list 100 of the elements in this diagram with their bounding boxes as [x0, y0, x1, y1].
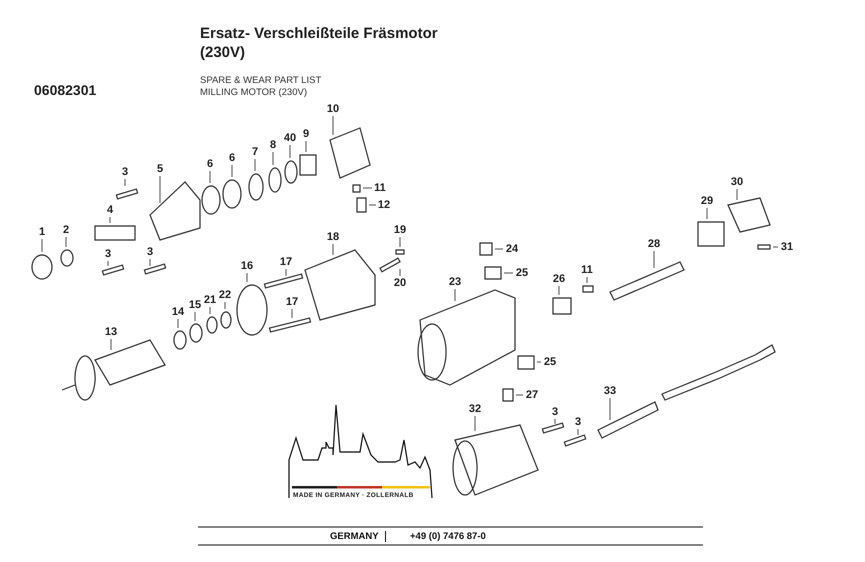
ring-drawing [248, 173, 264, 201]
slider-drawing [609, 261, 685, 301]
armature-drawing [61, 339, 166, 401]
leader-line [368, 204, 376, 206]
switch-drawing [697, 221, 725, 247]
cap-drawing [552, 297, 572, 315]
callout-number: 9 [302, 128, 310, 141]
leader-line [736, 188, 738, 200]
callout-number: 23 [447, 276, 463, 289]
callout-number: 33 [602, 385, 618, 398]
callout-number: 5 [156, 163, 164, 176]
fan-drawing [329, 127, 371, 179]
subtitle: MILLING MOTOR (230V) [200, 87, 307, 98]
callout-number: 25 [542, 356, 558, 369]
leader-line [558, 286, 560, 296]
leader-line [454, 288, 456, 302]
spring-drawing [582, 285, 594, 293]
title: Ersatz- Verschleißteile Fräsmotor (230V) [200, 24, 439, 62]
callout-number: 3 [146, 246, 154, 259]
screw-drawing [144, 263, 166, 275]
ring-drawing [268, 167, 282, 193]
callout-number: 6 [206, 158, 214, 171]
leader-line [272, 152, 274, 166]
leader-line [586, 276, 588, 284]
leader-line [254, 158, 256, 172]
callout-number: 17 [278, 256, 294, 269]
callout-number: 4 [106, 204, 114, 217]
brush-drawing [479, 242, 493, 256]
callout-number: 19 [392, 224, 408, 237]
leader-line [246, 272, 248, 282]
leader-line [224, 302, 226, 310]
country-text: GERMANY [330, 531, 386, 542]
leader-line [504, 272, 514, 274]
leader-line [194, 312, 196, 322]
leader-line [474, 416, 476, 432]
leader-line [516, 394, 524, 396]
screw-drawing [102, 264, 124, 276]
tube-drawing [597, 401, 659, 439]
callout-number: 13 [103, 326, 119, 339]
screw-drawing [757, 244, 771, 250]
callout-number: 28 [646, 238, 662, 251]
bearing-drawing [222, 179, 242, 209]
leader-line [494, 248, 504, 250]
callout-number: 7 [250, 146, 260, 159]
callout-number: 40 [282, 132, 298, 145]
washer-drawing [220, 311, 232, 329]
screw-drawing [564, 434, 586, 447]
callout-number: 31 [779, 241, 795, 254]
callout-number: 30 [729, 176, 745, 189]
callout-number: 12 [376, 199, 392, 212]
leader-line [706, 208, 708, 220]
terminal-drawing [395, 249, 405, 255]
screw-drawing [268, 317, 312, 333]
subtitle: SPARE & WEAR PART LIST [200, 75, 322, 86]
screw-drawing [542, 422, 564, 434]
leader-line [554, 418, 556, 424]
brush-drawing [356, 197, 367, 213]
callout-number: 8 [268, 139, 278, 152]
callout-number: 20 [392, 277, 408, 290]
callout-number: 27 [524, 389, 540, 402]
callout-number: 6 [228, 152, 236, 165]
callout-number: 18 [325, 231, 341, 244]
collet-drawing [60, 249, 74, 267]
wire-drawing [379, 257, 401, 273]
nut-drawing [31, 254, 53, 280]
callout-number: 25 [514, 267, 530, 280]
part-number: 06082301 [34, 82, 96, 98]
callout-number: 21 [202, 294, 218, 307]
leader-line [124, 178, 126, 186]
screw-drawing [264, 273, 304, 289]
leader-line [332, 116, 334, 136]
callout-number: 16 [239, 260, 255, 273]
callout-number: 11 [372, 182, 388, 195]
bearing-drawing [201, 185, 221, 215]
callout-number: 3 [574, 416, 582, 429]
housing-drawing [149, 181, 201, 241]
callout-number: 14 [170, 306, 186, 319]
callout-number: 11 [579, 264, 595, 277]
leader-line [110, 338, 112, 350]
callout-number: 1 [38, 226, 46, 239]
callout-number: 15 [187, 299, 203, 312]
callout-number: 22 [217, 289, 233, 302]
washer-drawing [206, 316, 218, 334]
callout-number: 2 [62, 224, 70, 237]
callout-number: 17 [284, 296, 300, 309]
callout-number: 3 [120, 166, 130, 179]
callout-number: 29 [699, 195, 715, 208]
callout-number: 10 [325, 103, 341, 116]
stator-drawing [304, 249, 376, 321]
ring-drawing [284, 160, 298, 184]
brush-holder-drawing [484, 266, 502, 280]
callout-number: 3 [550, 406, 560, 419]
brush-drawing [502, 388, 514, 402]
leader-line [332, 244, 334, 256]
bracket-drawing [727, 197, 771, 233]
callout-number: 26 [551, 273, 567, 286]
callout-number: 32 [467, 403, 483, 416]
bearing-drawing [173, 330, 187, 350]
ring-drawing [189, 323, 203, 343]
phone-number: +49 (0) 7476 87-0 [410, 531, 486, 542]
